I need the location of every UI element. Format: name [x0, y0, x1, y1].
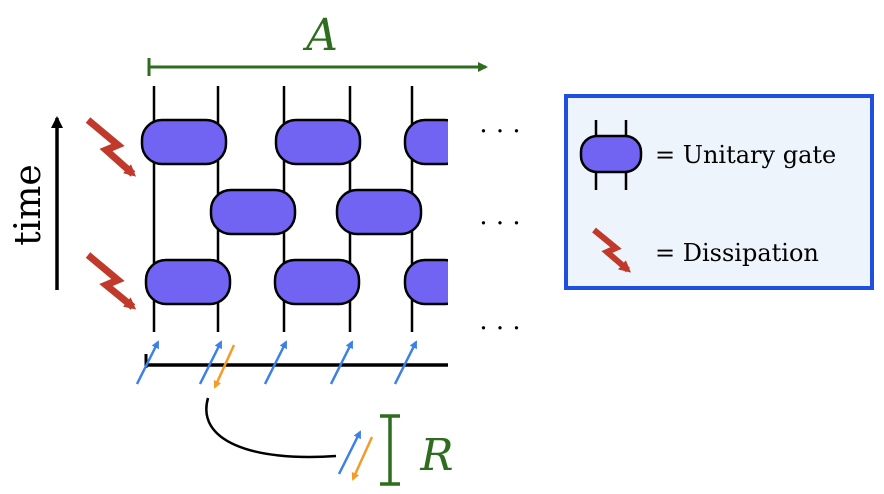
legend-box: = Unitary gate = Dissipation [564, 94, 874, 290]
legend-dissipation-label: = Dissipation [655, 239, 819, 267]
crop-mask [448, 80, 478, 380]
subsystem-a-label: A [302, 10, 338, 61]
subsystem-r-label: R [419, 430, 453, 481]
arrow-up-right-icon [393, 340, 418, 385]
subsystem-a-bracket [147, 58, 488, 76]
legend-unitary-gate-label: = Unitary gate [655, 141, 836, 169]
unitary-gate [273, 258, 361, 306]
arrow-up-right-icon [135, 340, 160, 385]
unitary-gate [140, 118, 228, 166]
lightning-bolt-icon [85, 117, 136, 177]
unitary-gate [209, 188, 297, 236]
unitary-gate-icon [579, 120, 643, 190]
subsystem-r-bracket [380, 414, 400, 486]
unitary-gate [335, 188, 423, 236]
ellipsis: · · · [479, 209, 520, 239]
arrow-up-right-icon [329, 340, 354, 385]
reference-spins [337, 430, 374, 481]
time-axis-label: time [8, 164, 49, 245]
gate-layer [140, 118, 467, 306]
lightning-bolt-icon [85, 252, 137, 310]
unitary-gate [144, 258, 232, 306]
arrow-down-left-icon [351, 436, 374, 481]
arrow-up-right-icon [337, 430, 362, 475]
arrow-down-left-icon [213, 344, 236, 389]
ellipsis: · · · [479, 117, 520, 147]
arrow-up-right-icon [198, 340, 223, 385]
lightning-bolt-icon [592, 227, 632, 273]
spins [135, 340, 418, 389]
ellipsis: · · · [479, 314, 520, 344]
unitary-gate [274, 118, 362, 166]
arrow-up-right-icon [263, 340, 288, 385]
entanglement-link [205, 397, 337, 459]
